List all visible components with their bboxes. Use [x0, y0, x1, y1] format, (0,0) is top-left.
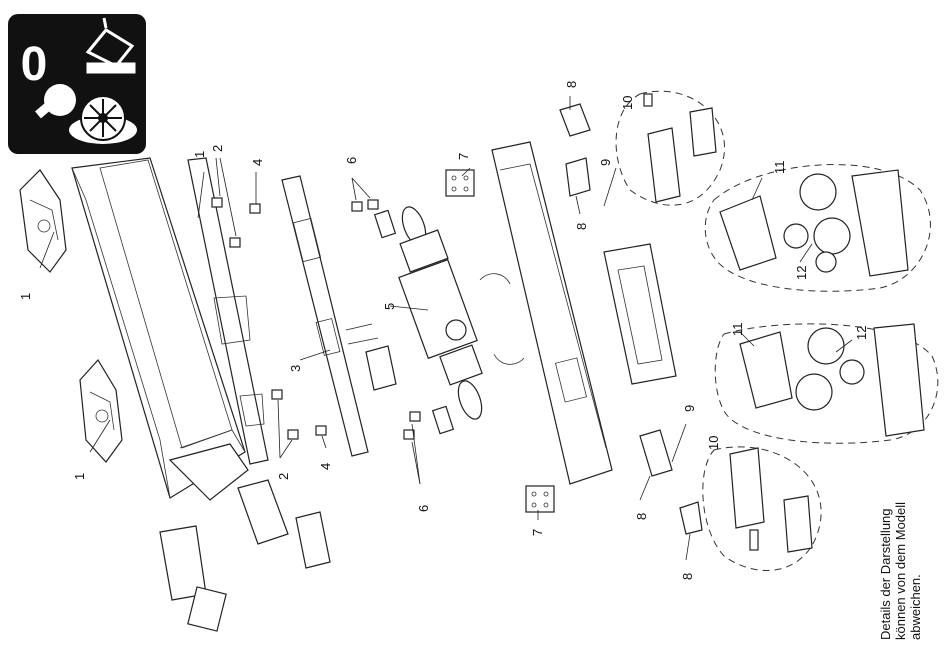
disclaimer-line-2: können von dem Modell: [893, 430, 908, 640]
callout-6-upper: 6: [344, 157, 359, 164]
callout-12-upper: 12: [794, 266, 809, 280]
front-coupler-parts: [160, 480, 330, 631]
roof-part-lower: [80, 360, 122, 462]
callout-9-upper: 9: [598, 159, 613, 166]
coupler-upper: [560, 104, 616, 206]
callout-8-upper: 8: [574, 223, 589, 230]
bogie-assembly-lower: [715, 324, 938, 443]
bottom-plate: [604, 244, 676, 384]
service-badge-digit: 0: [21, 38, 48, 91]
circuit-board: [282, 176, 378, 456]
callout-2-lower: 2: [276, 473, 291, 480]
callout-3-circuit-board: 3: [288, 365, 303, 372]
callout-10-upper: 10: [620, 96, 635, 110]
service-badge: 0: [8, 14, 146, 154]
callout-6-lower: 6: [416, 505, 431, 512]
callout-7-upper: 7: [456, 153, 471, 160]
callout-7-lower: 7: [530, 529, 545, 536]
callout-11-lower: 11: [730, 323, 745, 337]
callout-8-bottom: 8: [680, 573, 695, 580]
callout-11-upper: 11: [772, 161, 787, 175]
callout-9-lower: 9: [682, 405, 697, 412]
disclaimer-note: Details der Darstellung können von dem M…: [878, 430, 923, 640]
bogie-detail-lower: [703, 447, 821, 571]
callout-1-roof-lower: 1: [72, 473, 87, 480]
callout-8-lower: 8: [634, 513, 649, 520]
callout-4-upper: 4: [250, 159, 265, 166]
screws-lower: [272, 390, 326, 439]
callout-4-lower: 4: [318, 463, 333, 470]
disclaimer-line-1: Details der Darstellung: [878, 430, 893, 640]
callout-8-top: 8: [564, 81, 579, 88]
disclaimer-line-3: abweichen.: [908, 430, 923, 640]
callout-5-motor: 5: [382, 303, 397, 310]
callout-2-upper: 2: [210, 145, 225, 152]
callout-1-glazing: 1: [192, 151, 207, 158]
roof-part-upper: [20, 170, 66, 272]
callout-12-lower: 12: [854, 326, 869, 340]
callout-1-roof-upper: 1: [18, 293, 33, 300]
motor-assembly: [398, 204, 486, 422]
bogie-assembly-upper: [705, 165, 930, 292]
plate-lower: [526, 486, 554, 512]
callout-10-lower: 10: [706, 436, 721, 450]
plate-upper: [446, 170, 474, 196]
coupler-lower: [640, 424, 702, 534]
chassis-frame: [480, 142, 612, 484]
